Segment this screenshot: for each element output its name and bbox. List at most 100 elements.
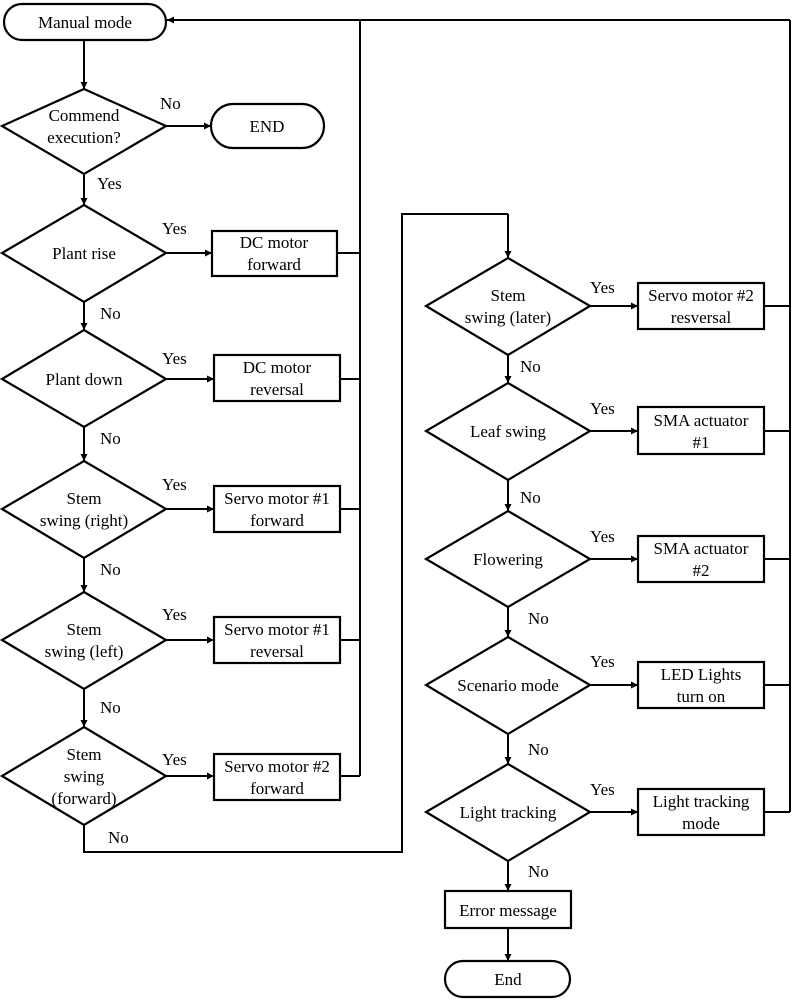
action-label: SMA actuator #2 (654, 539, 749, 580)
no-label: No (100, 429, 121, 448)
yes-label: Yes (162, 475, 187, 494)
label-line: Error message (459, 901, 557, 920)
yes-label: Yes (162, 750, 187, 769)
decision-plant-rise: Plant rise (0, 203, 169, 304)
label-line: Manual mode (38, 13, 132, 32)
label-line: forward (247, 255, 301, 274)
label-line: Stem (67, 745, 102, 764)
action-led-lights-on: LED Lights turn on (636, 660, 766, 710)
decision-label: Plant rise (52, 244, 116, 263)
label-line: Commend (49, 106, 120, 125)
end-bottom-label: End (494, 970, 522, 989)
label-line: Servo motor #1 (224, 489, 330, 508)
label-line: swing (left) (45, 642, 124, 661)
label-line: turn on (677, 687, 726, 706)
no-label: No (100, 698, 121, 717)
label-line: execution? (47, 128, 121, 147)
action-label: DC motor forward (240, 233, 309, 274)
connectors (80, 16, 791, 961)
branch-labels: No Yes Yes No Yes No Yes No Yes No Yes N… (97, 94, 615, 881)
decision-label: Flowering (473, 550, 543, 569)
error-message-box: Error message (443, 889, 573, 930)
end-terminal-bottom: End (443, 959, 572, 999)
action-label: LED Lights turn on (661, 665, 742, 706)
end-top-label: END (250, 117, 285, 136)
decision-label: Scenario mode (457, 676, 559, 695)
no-label: No (520, 488, 541, 507)
label-line: swing (right) (40, 511, 128, 530)
decision-label: Light tracking (460, 803, 557, 822)
label-line: #2 (693, 561, 710, 580)
label-line: mode (682, 814, 720, 833)
decision-label: Commend execution? (47, 106, 121, 147)
label-line: SMA actuator (654, 411, 749, 430)
label-line: DC motor (240, 233, 309, 252)
no-label: No (100, 560, 121, 579)
flow-line (83, 213, 508, 853)
decision-label: Plant down (46, 370, 123, 389)
label-line: LED Lights (661, 665, 742, 684)
label-line: forward (250, 511, 304, 530)
no-label: No (528, 862, 549, 881)
yes-label: Yes (97, 174, 122, 193)
label-line: reversal (250, 380, 304, 399)
yes-label: Yes (162, 605, 187, 624)
label-line: Stem (67, 489, 102, 508)
yes-label: Yes (162, 349, 187, 368)
label-line: DC motor (243, 358, 312, 377)
label-line: Stem (491, 286, 526, 305)
no-label: No (108, 828, 129, 847)
label-line: Leaf swing (470, 422, 547, 441)
action-servo-1-forward: Servo motor #1 forward (212, 484, 342, 534)
label-line: Light tracking (460, 803, 557, 822)
start-terminal: Manual mode (2, 2, 168, 42)
yes-label: Yes (590, 278, 615, 297)
label-line: reversal (250, 642, 304, 661)
yes-label: Yes (590, 780, 615, 799)
label-line: Scenario mode (457, 676, 559, 695)
decision-scenario-mode: Scenario mode (423, 635, 593, 736)
action-sma-actuator-1: SMA actuator #1 (636, 405, 766, 456)
label-line: Servo motor #2 (648, 286, 754, 305)
label-line: Servo motor #2 (224, 757, 330, 776)
no-label: No (528, 740, 549, 759)
decision-label: Leaf swing (470, 422, 547, 441)
label-line: End (494, 970, 522, 989)
action-label: Servo motor #1 forward (224, 489, 330, 530)
label-line: resversal (671, 308, 732, 327)
yes-label: Yes (590, 527, 615, 546)
label-line: (forward) (51, 789, 116, 808)
end-terminal-top: END (209, 102, 326, 150)
action-label: SMA actuator #1 (654, 411, 749, 452)
decision-light-tracking: Light tracking (423, 762, 593, 863)
action-dc-motor-forward: DC motor forward (210, 229, 339, 278)
decision-plant-down: Plant down (0, 328, 169, 429)
label-line: Flowering (473, 550, 543, 569)
action-servo-2-reversal: Servo motor #2 resversal (636, 281, 766, 331)
decision-flowering: Flowering (423, 509, 593, 609)
yes-label: Yes (590, 652, 615, 671)
label-line: Plant down (46, 370, 123, 389)
no-label: No (160, 94, 181, 113)
action-sma-actuator-2: SMA actuator #2 (636, 534, 766, 584)
label-line: #1 (693, 433, 710, 452)
no-label: No (520, 357, 541, 376)
yes-label: Yes (162, 219, 187, 238)
error-label: Error message (459, 901, 557, 920)
no-label: No (528, 609, 549, 628)
label-line: SMA actuator (654, 539, 749, 558)
yes-label: Yes (590, 399, 615, 418)
action-label: Servo motor #2 resversal (648, 286, 754, 327)
start-label: Manual mode (38, 13, 132, 32)
